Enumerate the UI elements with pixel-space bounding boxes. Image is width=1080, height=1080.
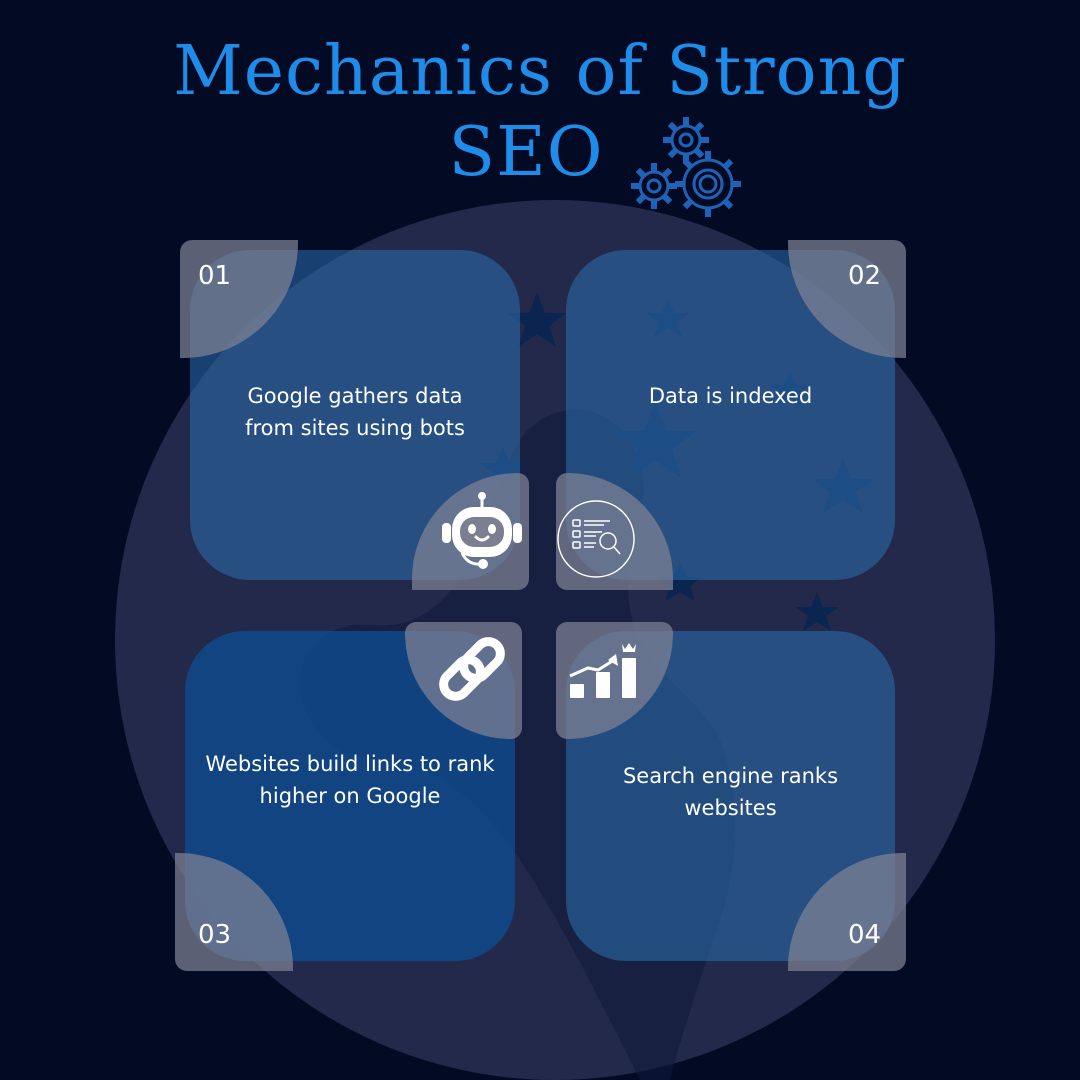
- star-shape: [657, 562, 703, 601]
- step-number-3: 03: [198, 920, 232, 950]
- ranking-chart-icon: [569, 643, 636, 698]
- gears-icon: [631, 117, 741, 217]
- step-number-4: 04: [848, 920, 882, 950]
- star-shape: [507, 292, 567, 347]
- index-search-icon: [557, 500, 635, 578]
- step-number-1: 01: [198, 261, 232, 291]
- step-text-1: Google gathers data from sites using bot…: [245, 384, 465, 440]
- link-icon: [439, 637, 505, 701]
- star-shape: [795, 592, 839, 631]
- step-text-2: Data is indexed: [648, 384, 813, 408]
- icon-tab-1: [412, 473, 529, 590]
- step-number-2: 02: [848, 261, 882, 291]
- step-text-4: Search engine ranks websites: [622, 764, 839, 820]
- step-text-3: Websites build links to rank higher on G…: [205, 752, 495, 808]
- page-title-line-2: SEO: [448, 113, 604, 192]
- page-title-line-1: Mechanics of Strong: [173, 32, 907, 111]
- robot-icon: [442, 492, 522, 569]
